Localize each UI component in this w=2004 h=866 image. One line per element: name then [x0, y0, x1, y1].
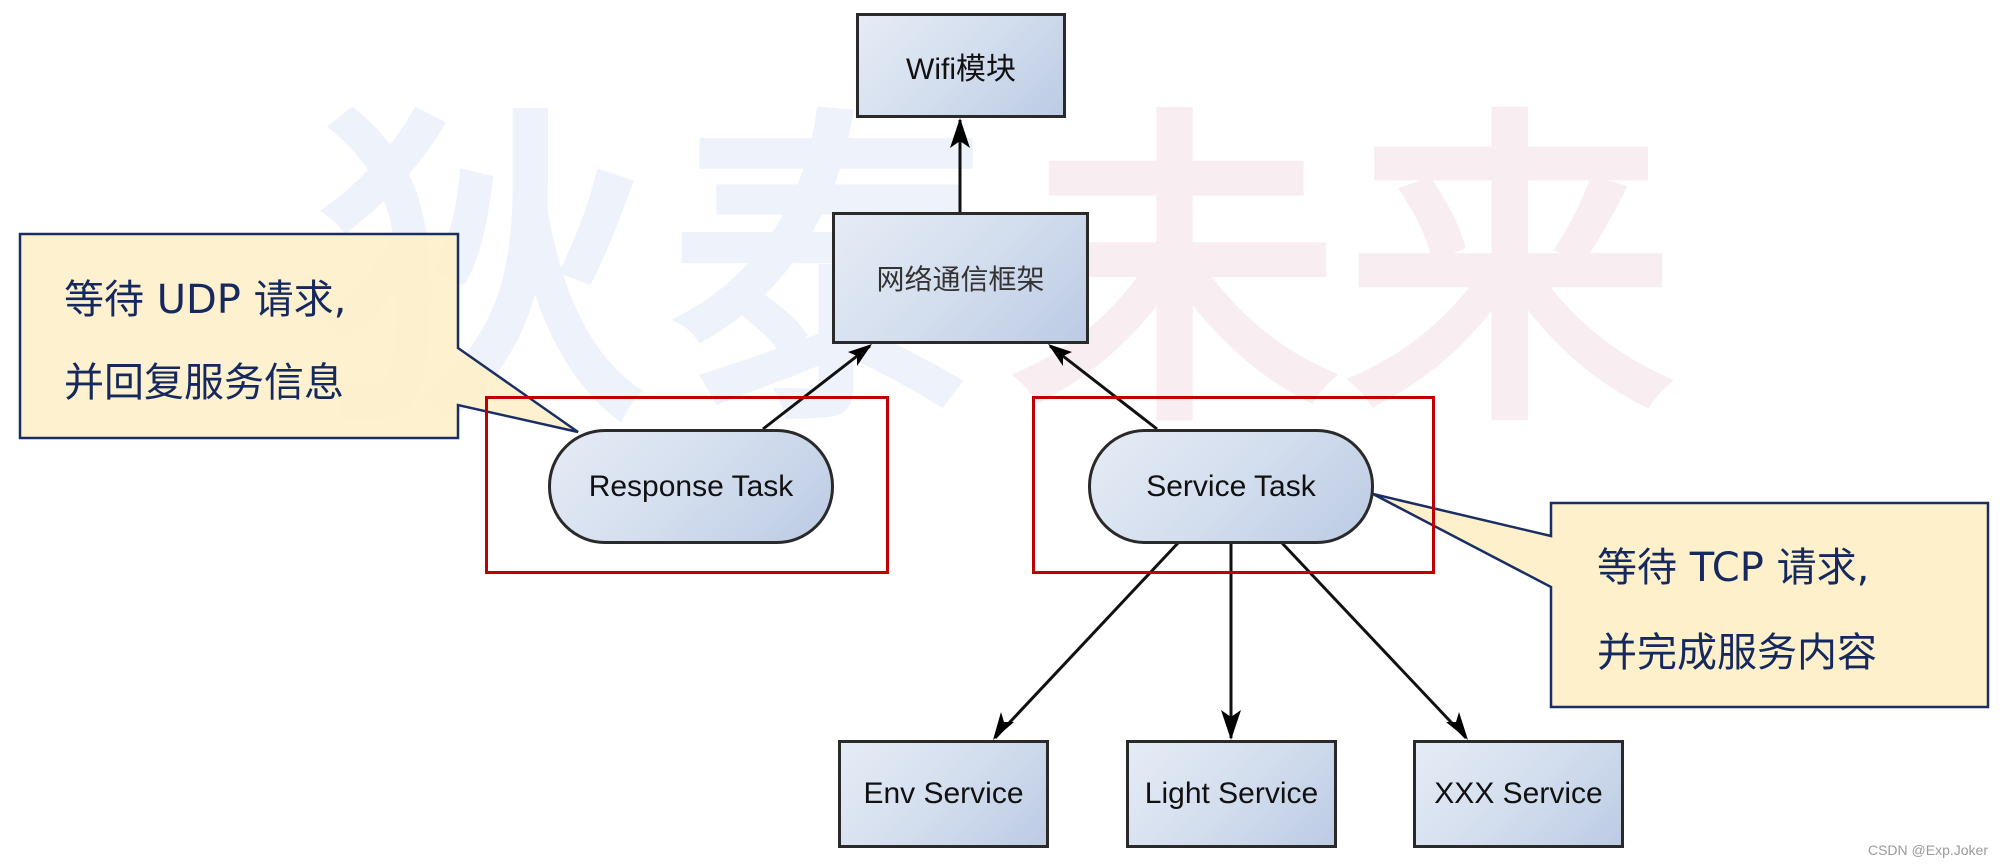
edge-service-to-xxx — [1280, 541, 1468, 740]
node-label: Env Service — [863, 777, 1024, 810]
node-label: Service Task — [1146, 469, 1316, 503]
edge-response-to-framework — [762, 344, 871, 431]
node-env-service[interactable]: Env Service — [838, 740, 1049, 848]
arrowhead-icon — [1048, 344, 1072, 366]
callout-tcp-shape — [1372, 492, 1990, 709]
callout-tcp-line1: 等待 TCP 请求, — [1597, 545, 1870, 591]
arrowhead-icon — [1221, 710, 1241, 740]
callout-udp-line2: 并回复服务信息 — [64, 360, 344, 406]
callout-udp-shape — [18, 232, 579, 440]
node-label: Light Service — [1144, 777, 1319, 810]
highlight-frame-response — [485, 396, 889, 574]
node-network-framework[interactable]: 网络通信框架 — [832, 212, 1089, 344]
highlight-frame-service — [1032, 396, 1435, 574]
edge-service-to-framework — [1049, 344, 1158, 431]
node-response-task[interactable]: Response Task — [548, 429, 834, 544]
watermark-char: 来 — [1345, 83, 1675, 467]
arrowhead-icon — [848, 344, 872, 366]
edge-service-to-env — [993, 541, 1180, 740]
node-label: 网络通信框架 — [876, 263, 1045, 296]
callout-udp-line1: 等待 UDP 请求, — [64, 277, 347, 323]
arrowhead-icon — [1446, 712, 1468, 740]
source-credit: CSDN @Exp.Joker — [1867, 842, 1988, 858]
node-label: XXX Service — [1434, 777, 1603, 810]
node-label: Wifi模块 — [906, 52, 1016, 86]
arrowhead-icon — [950, 118, 970, 148]
node-wifi-module[interactable]: Wifi模块 — [856, 13, 1066, 118]
node-light-service[interactable]: Light Service — [1126, 740, 1337, 848]
node-service-task[interactable]: Service Task — [1088, 429, 1374, 544]
node-label: Response Task — [588, 469, 794, 503]
arrowhead-icon — [993, 712, 1014, 740]
node-xxx-service[interactable]: XXX Service — [1413, 740, 1624, 848]
callout-tcp-line2: 并完成服务内容 — [1597, 630, 1877, 676]
